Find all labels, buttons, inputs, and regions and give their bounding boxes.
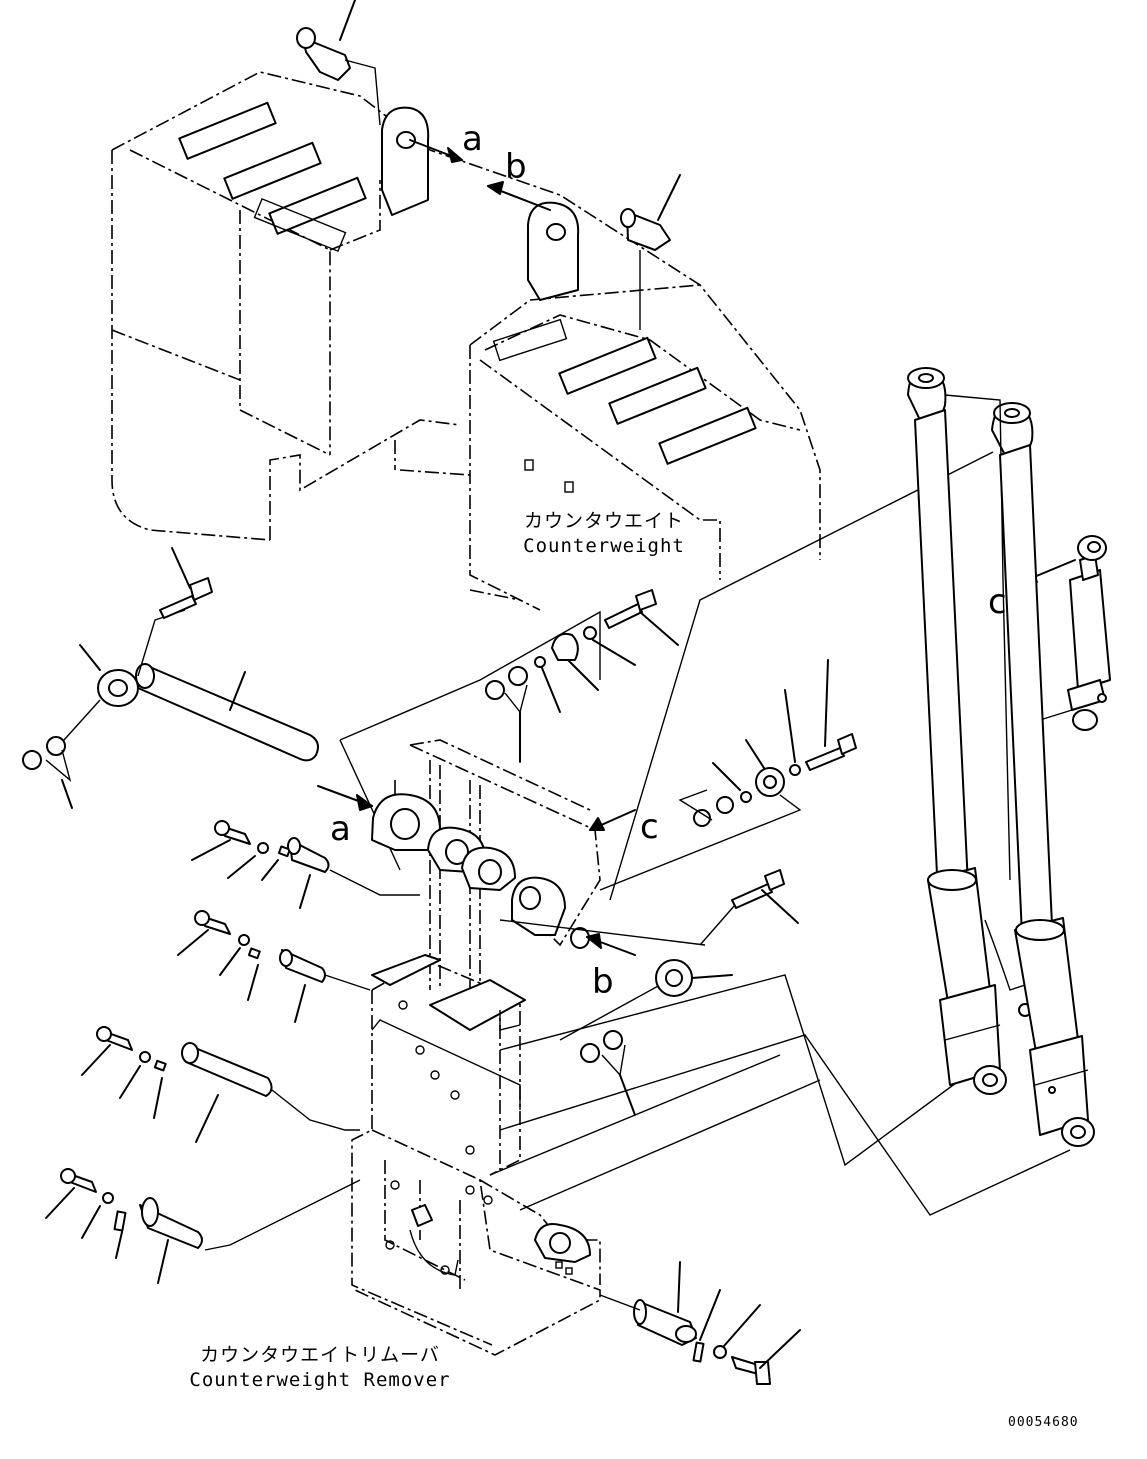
lifting-lug-left	[381, 106, 430, 216]
top-pin-left	[296, 0, 381, 126]
fastener-set-3	[81, 1026, 360, 1143]
arrow-c-mid	[589, 809, 636, 831]
fastener-set-1	[191, 820, 420, 909]
arrow-a-mid	[317, 785, 373, 811]
leader-lines	[489, 919, 1071, 1216]
arrow-b-mid	[586, 933, 636, 956]
arrow-b-top	[487, 181, 551, 211]
remover-frame	[339, 610, 601, 990]
fastener-set-2	[177, 910, 371, 1023]
mark-square	[524, 459, 534, 471]
arrow-label-c-right: c	[988, 582, 1007, 622]
long-pin	[135, 663, 319, 762]
arrow-label-b-top: b	[505, 147, 527, 187]
collar-left	[79, 609, 186, 707]
remover-label-jp: カウンタウエイトリムーバ	[200, 1344, 440, 1366]
step-plate-2	[429, 979, 526, 1031]
fastener-set-bottom	[599, 1261, 801, 1385]
arrow-label-b-mid: b	[592, 962, 614, 1002]
drawing-number: 00054680	[1008, 1415, 1079, 1430]
arrow-label-c-mid: c	[640, 807, 659, 847]
bolt-top-left	[159, 547, 213, 619]
remover-body	[351, 954, 601, 1356]
nuts-left	[22, 699, 101, 809]
arrow-label-a-top: a	[462, 119, 483, 159]
arrow-label-a-mid: a	[330, 809, 351, 849]
remover-label-en: Counterweight Remover	[189, 1369, 451, 1391]
bolt-right-mid	[699, 869, 799, 946]
lug-hole-left	[396, 131, 416, 149]
hydraulic-cylinder-2	[999, 444, 1095, 1147]
step-plate-1	[371, 954, 441, 986]
arrow-a-top	[409, 139, 463, 163]
collar-cyl-1	[907, 367, 947, 422]
leader-collar-2	[609, 451, 994, 901]
top-plates-left	[178, 101, 367, 253]
counterweight-label-en: Counterweight	[523, 535, 685, 557]
hydraulic-cylinder-1	[914, 409, 1032, 1095]
fasteners-upper	[485, 589, 679, 763]
lug-hole-right	[546, 223, 566, 241]
collar-right-mid	[655, 959, 733, 997]
nuts-right-mid	[580, 1030, 636, 1116]
top-plates-right	[492, 318, 757, 465]
counterweight-label-jp: カウンタウエイト	[523, 510, 684, 532]
clamp	[411, 1204, 433, 1227]
top-pin-right	[620, 174, 681, 330]
cylinder-top-right	[1039, 535, 1111, 731]
counterweight-outline	[111, 71, 821, 611]
fasteners-right-upper	[599, 659, 857, 891]
lifting-lug-right	[527, 201, 580, 301]
fastener-set-4	[45, 1168, 361, 1284]
mark-square	[564, 481, 574, 493]
